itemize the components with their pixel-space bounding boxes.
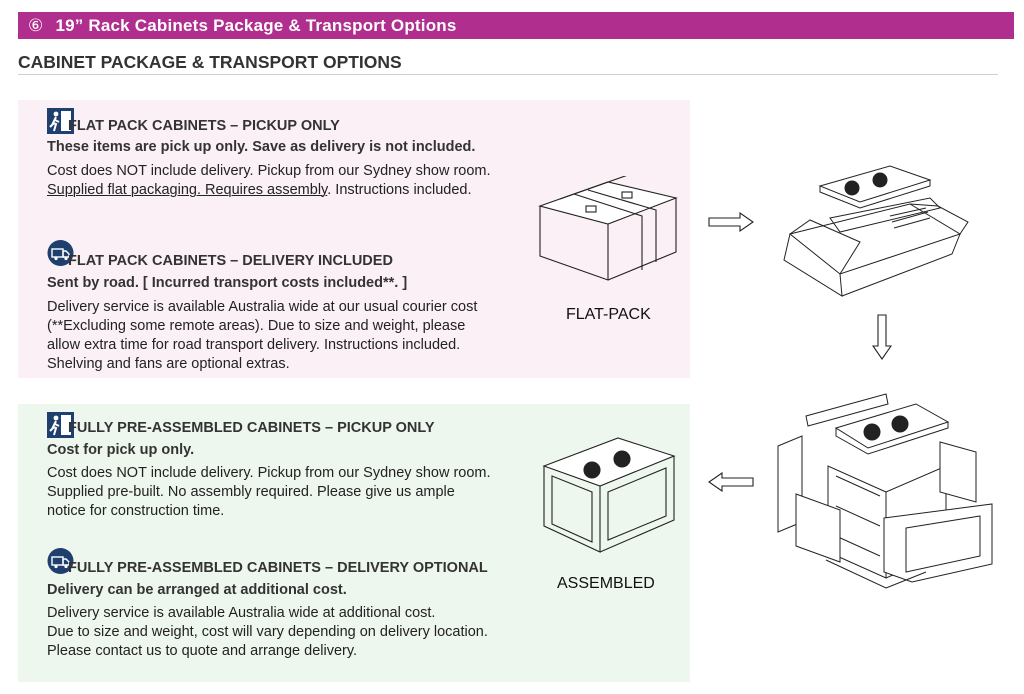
body-tail-text: . Instructions included. (327, 182, 472, 198)
page-title: CABINET PACKAGE & TRANSPORT OPTIONS (18, 52, 402, 72)
delivery-truck-icon (47, 240, 74, 266)
section-subtitle: Delivery can be arranged at additional c… (47, 582, 347, 598)
body-line: Supplied pre-built. No assembly required… (47, 484, 455, 500)
assembled-label: ASSEMBLED (557, 575, 655, 592)
body-line: Please contact us to quote and arrange d… (47, 643, 358, 659)
banner-title: 19” Rack Cabinets Package & Transport Op… (55, 16, 457, 35)
body-line: Delivery service is available Australia … (47, 605, 436, 621)
section-banner: ⑥ 19” Rack Cabinets Package & Transport O… (18, 12, 1014, 39)
body-line: Cost does NOT include delivery. Pickup f… (47, 465, 491, 481)
open-box-illustration (783, 165, 969, 297)
heading-divider (18, 74, 998, 75)
flat-pack-box-illustration (538, 176, 678, 281)
body-underlined-text: Supplied flat packaging. Requires assemb… (47, 182, 328, 198)
arrow-left-icon (708, 472, 754, 492)
section-title: FLAT PACK CABINETS – DELIVERY INCLUDED (68, 253, 393, 269)
body-line: Supplied flat packaging. Requires assemb… (47, 181, 491, 200)
exploded-cabinet-illustration (777, 393, 993, 589)
flat-pack-label: FLAT-PACK (566, 306, 651, 323)
assembled-cabinet-illustration (542, 437, 676, 553)
section-subtitle: These items are pick up only. Save as de… (47, 139, 476, 155)
flat-pack-panel: FLAT PACK CABINETS – PICKUP ONLY These i… (18, 100, 690, 378)
section-subtitle: Cost for pick up only. (47, 442, 195, 458)
section-body: Cost does NOT include delivery. Pickup f… (47, 464, 491, 521)
delivery-truck-icon (47, 548, 74, 574)
body-line: Cost does NOT include delivery. Pickup f… (47, 163, 491, 179)
body-line: Due to size and weight, cost will vary d… (47, 624, 488, 640)
body-line: Shelving and fans are optional extras. (47, 356, 290, 372)
body-line: (**Excluding some remote areas). Due to … (47, 318, 466, 334)
body-line: allow extra time for road transport deli… (47, 337, 461, 353)
section-body: Cost does NOT include delivery. Pickup f… (47, 162, 491, 200)
section-number: ⑥ (28, 16, 44, 35)
pickup-exit-icon (47, 108, 74, 134)
arrow-down-icon (872, 314, 892, 360)
body-line: Delivery service is available Australia … (47, 299, 478, 315)
pickup-exit-icon (47, 412, 74, 438)
section-title: FLAT PACK CABINETS – PICKUP ONLY (68, 118, 340, 134)
body-line: notice for construction time. (47, 503, 225, 519)
section-title: FULLY PRE-ASSEMBLED CABINETS – PICKUP ON… (68, 420, 435, 436)
arrow-right-icon (708, 212, 754, 232)
section-subtitle: Sent by road. [ Incurred transport costs… (47, 275, 408, 291)
section-body: Delivery service is available Australia … (47, 604, 488, 661)
assembled-panel: FULLY PRE-ASSEMBLED CABINETS – PICKUP ON… (18, 404, 690, 682)
section-body: Delivery service is available Australia … (47, 298, 477, 374)
section-title: FULLY PRE-ASSEMBLED CABINETS – DELIVERY … (68, 560, 488, 576)
